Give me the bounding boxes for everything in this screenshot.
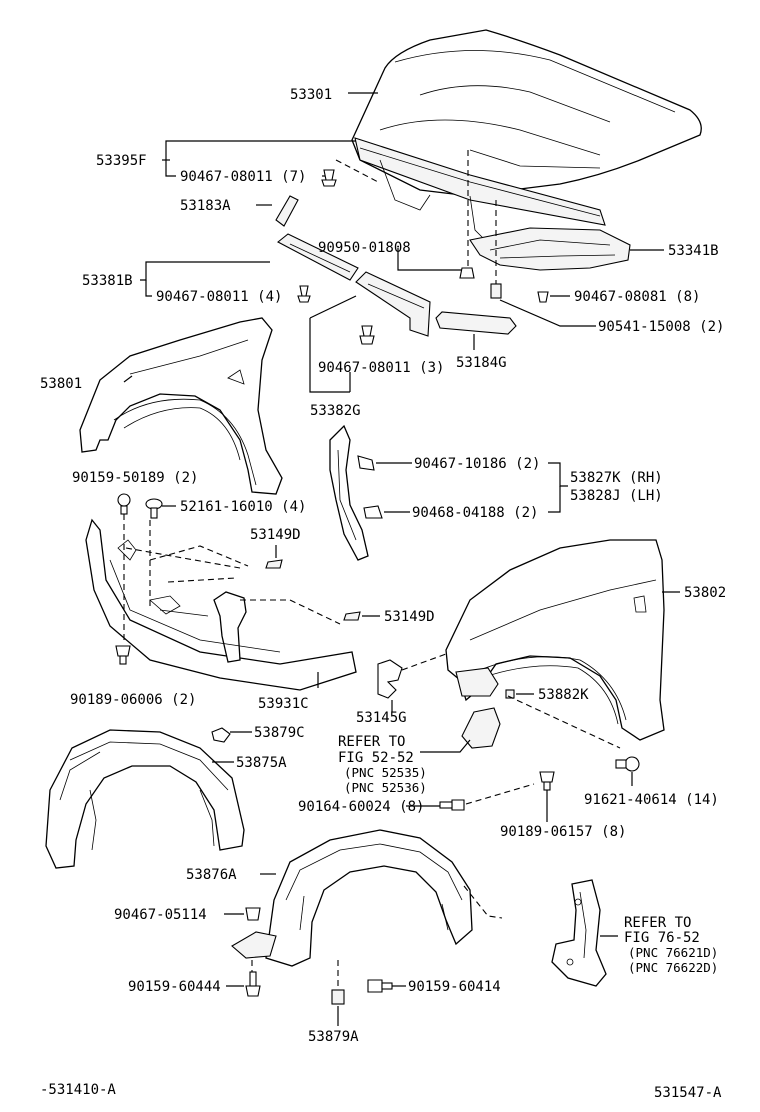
label-53801: 53801 [40,376,82,392]
refer-1-line-2: FIG 52-52 [338,750,414,766]
label-53931C: 53931C [258,696,309,712]
label-52161-16010-4: 52161-16010 (4) [180,499,306,515]
clip-53879A [331,989,345,1005]
clip-53149D-a [265,559,283,569]
clip-90467-08081 [537,291,549,303]
label-53183A: 53183A [180,198,231,214]
label-53879C: 53879C [254,725,305,741]
bolt-91621-40614 [615,756,640,772]
label-53828J: 53828J (LH) [570,488,663,504]
label-90467-08011-7: 90467-08011 (7) [180,169,306,185]
clip-53882K [505,689,515,699]
clip-90467-10186 [357,455,375,471]
bumper-reinforcement-53931C [85,518,357,691]
label-90159-60444: 90159-60444 [128,979,221,995]
refer-2-line-3: (PNC 76621D) [628,945,718,960]
label-90467-10186-2: 90467-10186 (2) [414,456,540,472]
bolt-90189-06157 [539,771,555,791]
label-90189-06157-8: 90189-06157 (8) [500,824,626,840]
screw-90164-60024 [439,799,465,811]
label-90189-06006-2: 90189-06006 (2) [70,692,196,708]
fender-53802 [445,539,665,741]
label-53879A: 53879A [308,1029,359,1045]
part-labels: 53301 53395F 90467-08011 (7) 53183A 9095… [40,87,726,1101]
seal-53382G [355,271,431,337]
footer-left-code: -531410-A [40,1082,116,1098]
label-90541-15008-2: 90541-15008 (2) [598,319,724,335]
label-53145G: 53145G [356,710,407,726]
fender-bracket-53827K [329,424,369,561]
clip-90467-05114 [245,907,261,921]
label-53882K: 53882K [538,687,589,703]
label-90159-50189-2: 90159-50189 (2) [72,470,198,486]
label-53381B: 53381B [82,273,133,289]
label-53301: 53301 [290,87,332,103]
label-53149D-a: 53149D [250,527,301,543]
label-90950-01808: 90950-01808 [318,240,411,256]
footer-right-code: 531547-A [654,1085,722,1101]
molding-53184G [435,311,517,335]
bolt-90189-06006 [115,645,131,665]
cushion-90541-15008 [490,283,502,299]
label-90467-08081-8: 90467-08081 (8) [574,289,700,305]
refer-1-line-1: REFER TO [338,734,405,750]
molding-53183A [275,195,299,227]
rivet-90159-50189 [117,493,131,515]
fender-53801 [79,317,283,495]
label-53395F: 53395F [96,153,147,169]
label-53875A: 53875A [236,755,287,771]
label-53149D-b: 53149D [384,609,435,625]
label-53876A: 53876A [186,867,237,883]
clip-90467-08011-hood [321,169,337,187]
fender-liner-53875A [45,729,245,869]
label-91621-40614-14: 91621-40614 (14) [584,792,719,808]
refer-1-line-4: (PNC 52536) [344,780,427,795]
label-53184G: 53184G [456,355,507,371]
label-90467-08011-3: 90467-08011 (3) [318,360,444,376]
refer-2-line-4: (PNC 76622D) [628,960,718,975]
clip-53149D-b [343,611,361,621]
fender-liner-53876A [231,829,473,967]
label-90159-60414: 90159-60414 [408,979,501,995]
mudguard [551,879,607,987]
nut-90950-01808 [459,267,475,279]
hood-insulator [469,227,631,271]
clip-90467-08011-seal [297,285,311,303]
fender-bracket-part [455,667,501,749]
clip-53879C [211,727,231,743]
seal-53381B [277,233,359,281]
label-53382G: 53382G [310,403,361,419]
refer-2-line-1: REFER TO [624,915,691,931]
hood-panel [351,29,702,197]
refer-1-line-3: (PNC 52535) [344,765,427,780]
label-90468-04188-2: 90468-04188 (2) [412,505,538,521]
bracket-53145G [377,659,403,699]
clip-52161-16010 [145,498,163,519]
label-53827K: 53827K (RH) [570,470,663,486]
label-90467-05114: 90467-05114 [114,907,207,923]
label-90164-60024-8: 90164-60024 (8) [298,799,424,815]
label-90467-08011-4: 90467-08011 (4) [156,289,282,305]
screw-90159-60444 [245,971,261,997]
clip-90467-08011-strip [359,325,375,345]
screw-90159-60414 [367,979,393,993]
label-53802: 53802 [684,585,726,601]
refer-2-line-2: FIG 76-52 [624,930,700,946]
label-53341B: 53341B [668,243,719,259]
clip-90468-04188 [363,505,383,519]
